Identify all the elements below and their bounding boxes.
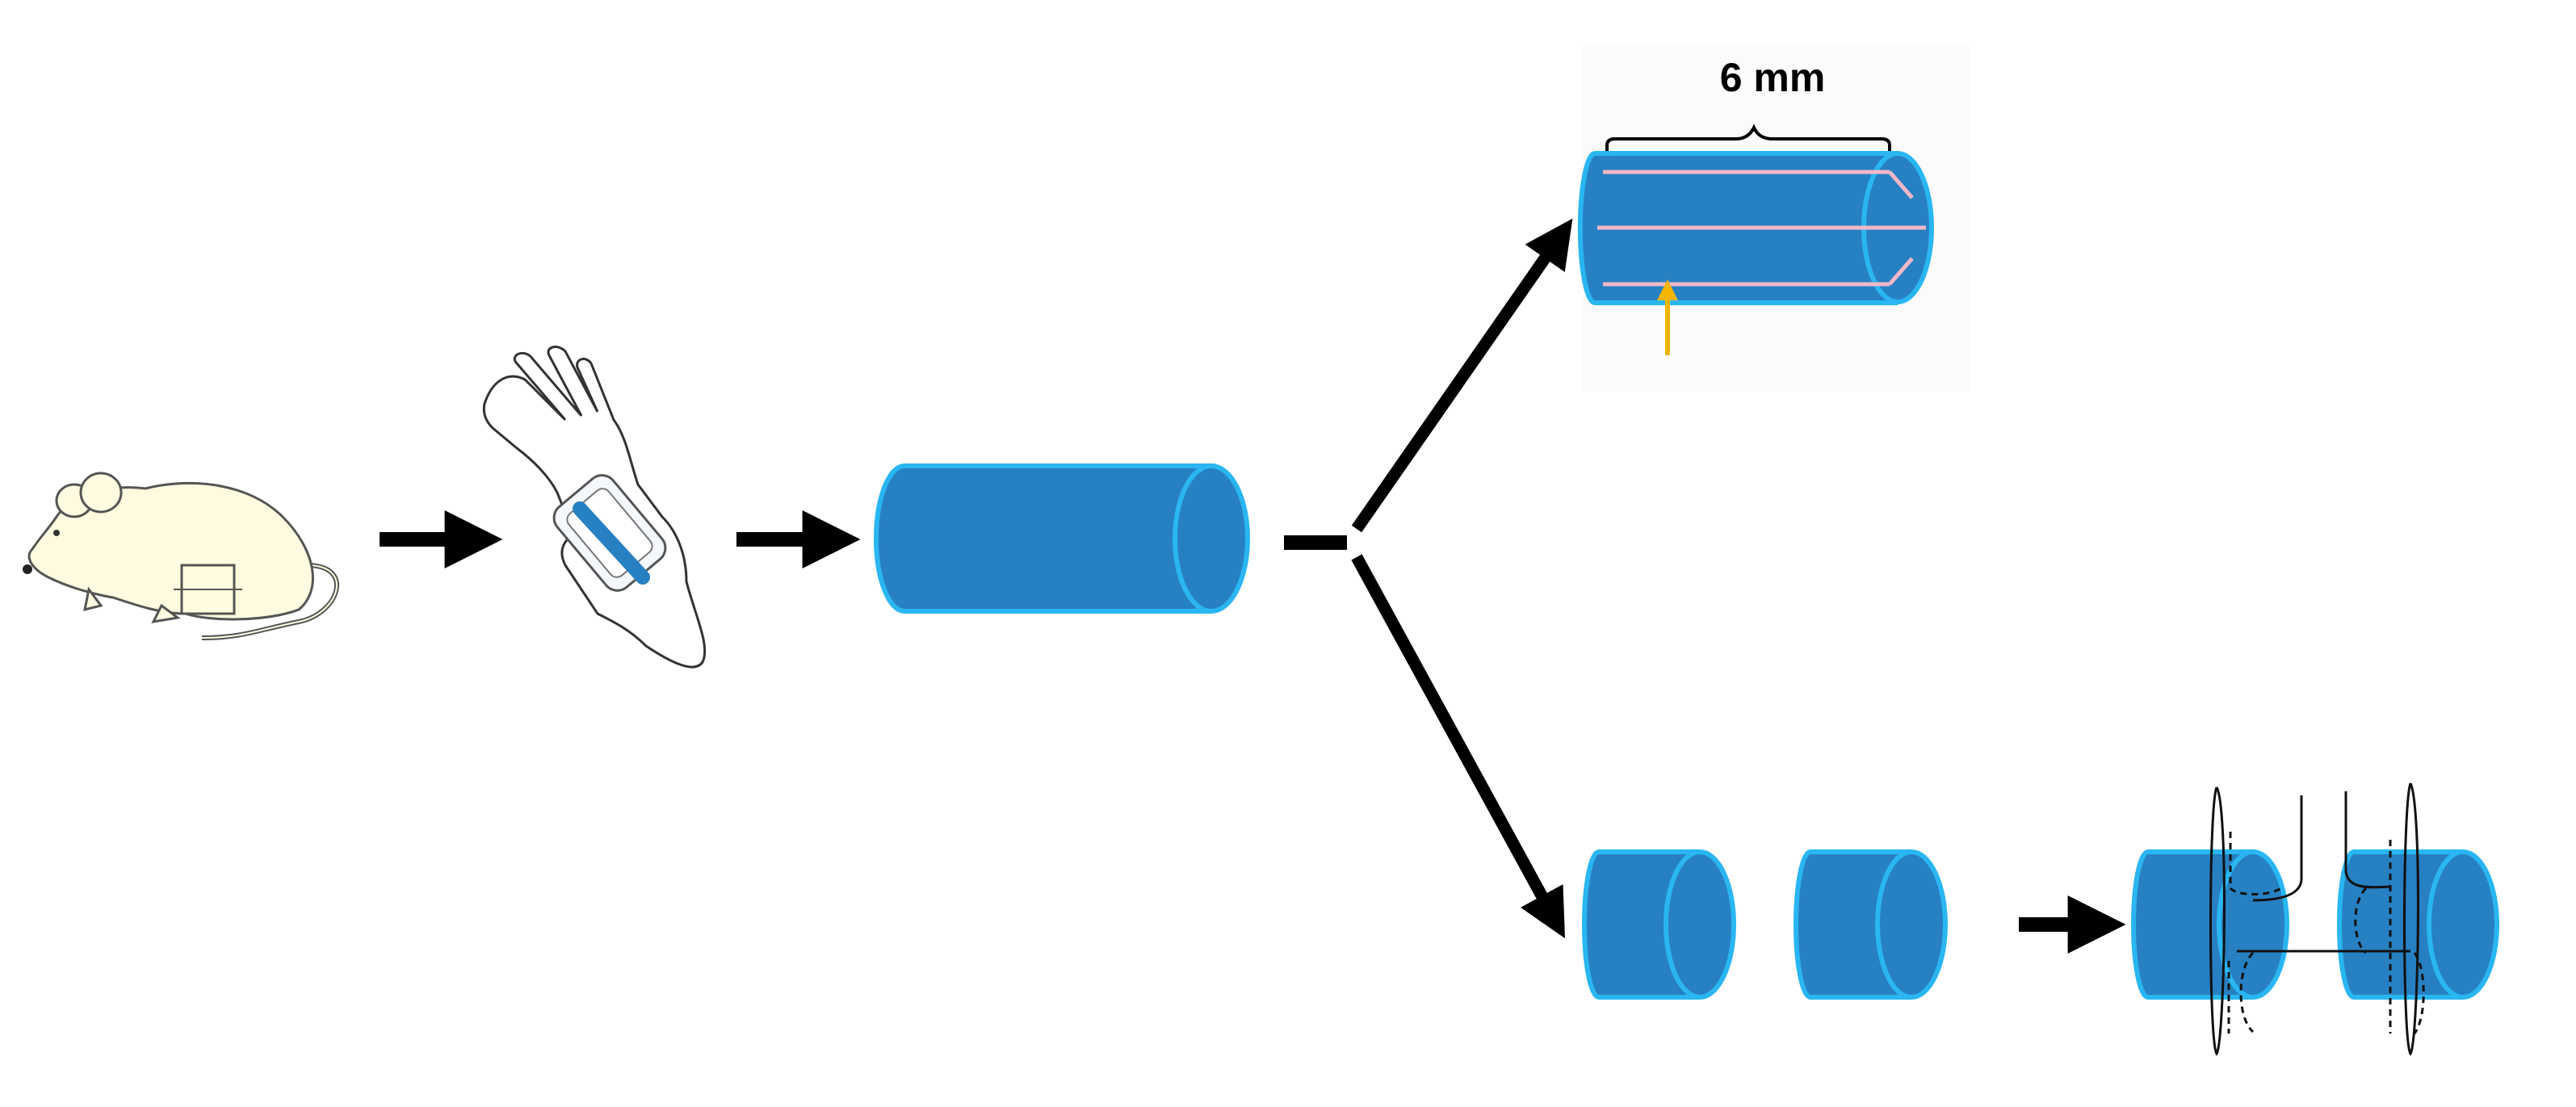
gloved-hand-with-graft-icon [482, 346, 707, 669]
measured-vessel-panel: 6 mm [1577, 44, 1970, 392]
suture-lines [1597, 170, 1926, 287]
vessel-segment-2 [1794, 849, 1948, 1000]
sutured-vessel-pair [2131, 782, 2499, 1056]
suture-thread-icon [2209, 782, 2425, 1056]
dimension-brace [1605, 124, 1891, 161]
blood-vessel-tube-icon [874, 463, 1250, 614]
arrow-down-branch [1351, 554, 1566, 939]
mouse-icon [23, 472, 339, 640]
marker-arrow-icon [1657, 279, 1678, 355]
arrow-up-branch [1351, 218, 1573, 533]
vessel-segment-1 [1582, 849, 1736, 1000]
dimension-label: 6 mm [1720, 55, 1826, 100]
